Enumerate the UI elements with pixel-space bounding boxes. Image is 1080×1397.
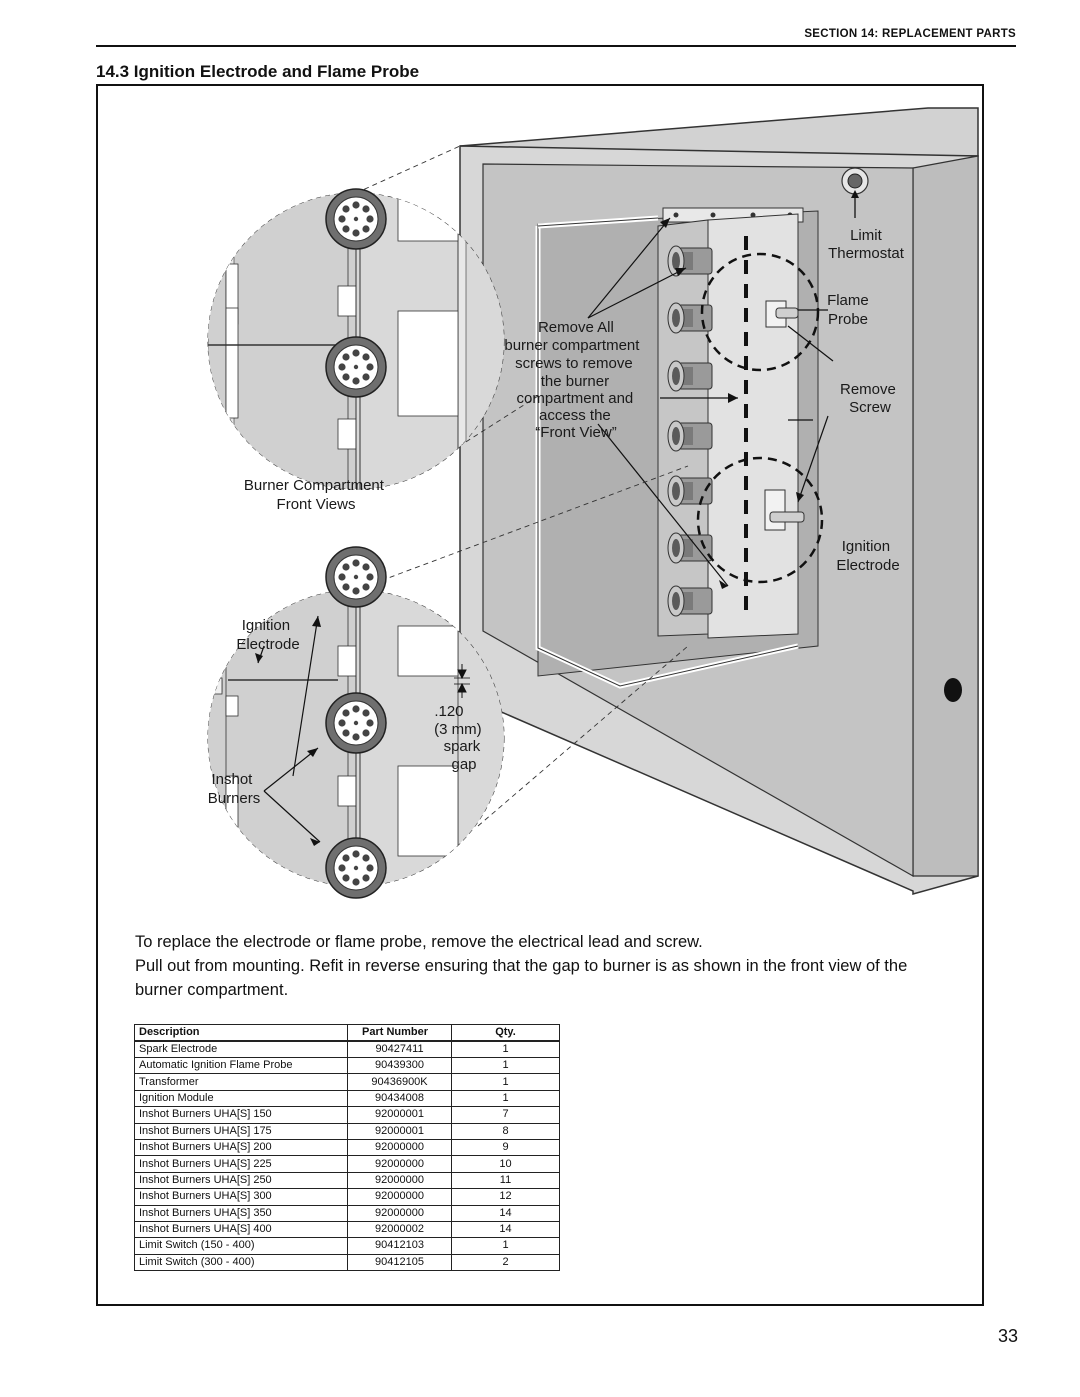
cell-description: Transformer <box>134 1073 348 1091</box>
header-qty: Qty. <box>451 1024 560 1042</box>
cell-part-number: 92000000 <box>347 1188 452 1206</box>
cell-part-number: 92000001 <box>347 1122 452 1140</box>
table-row: Limit Switch (150 - 400) 90412103 1 <box>134 1237 560 1255</box>
burner-compartment-label: Burner Compartment Front Views <box>244 477 388 513</box>
cell-description: Inshot Burners UHA[S] 150 <box>134 1106 348 1124</box>
table-row: Inshot Burners UHA[S] 300 92000000 12 <box>134 1188 560 1206</box>
instructions: To replace the electrode or flame probe,… <box>135 930 935 1002</box>
cell-qty: 14 <box>451 1220 560 1239</box>
cell-part-number: 92000001 <box>347 1106 452 1124</box>
section-header: SECTION 14: REPLACEMENT PARTS <box>804 28 1016 40</box>
cell-part-number: 90412103 <box>347 1237 452 1255</box>
cell-qty: 10 <box>451 1155 560 1173</box>
cell-qty: 1 <box>451 1089 560 1108</box>
ignition-electrode-right-label: Ignition Electrode <box>836 538 899 574</box>
table-row: Limit Switch (300 - 400) 90412105 2 <box>134 1253 560 1272</box>
parts-table: Description Part Number Qty. Spark Elect… <box>134 1024 560 1272</box>
header-rule <box>96 45 1016 47</box>
table-row: Transformer 90436900K 1 <box>134 1073 560 1091</box>
cell-qty: 1 <box>451 1040 560 1058</box>
instruction-step-2: Pull out from mounting. Refit in reverse… <box>135 957 908 999</box>
cell-description: Inshot Burners UHA[S] 175 <box>134 1122 348 1140</box>
cell-part-number: 90436900K <box>347 1073 452 1091</box>
cell-part-number: 92000000 <box>347 1138 452 1157</box>
instruction-step-1: To replace the electrode or flame probe,… <box>135 933 703 951</box>
table-row: Inshot Burners UHA[S] 200 92000000 9 <box>134 1138 560 1157</box>
table-row: Inshot Burners UHA[S] 225 92000000 10 <box>134 1155 560 1173</box>
cell-description: Limit Switch (300 - 400) <box>134 1253 348 1272</box>
table-row: Inshot Burners UHA[S] 400 92000002 14 <box>134 1220 560 1239</box>
cell-qty: 2 <box>451 1253 560 1272</box>
cell-qty: 11 <box>451 1171 560 1190</box>
table-row: Spark Electrode 90427411 1 <box>134 1040 560 1058</box>
cell-qty: 8 <box>451 1122 560 1140</box>
table-row: Ignition Module 90434008 1 <box>134 1089 560 1108</box>
header-description: Description <box>134 1024 348 1042</box>
page-title: 14.3 Ignition Electrode and Flame Probe <box>96 62 420 81</box>
remove-all-label: Remove All burner compartment screws to … <box>504 319 643 441</box>
cell-qty: 1 <box>451 1056 560 1075</box>
cell-description: Inshot Burners UHA[S] 225 <box>134 1155 348 1173</box>
ignition-electrode-left-label: Ignition Electrode <box>236 617 299 653</box>
cell-description: Inshot Burners UHA[S] 200 <box>134 1138 348 1157</box>
cell-qty: 14 <box>451 1204 560 1222</box>
cell-qty: 12 <box>451 1188 560 1206</box>
cell-part-number: 92000000 <box>347 1171 452 1190</box>
page-number: 33 <box>997 1326 1018 1346</box>
cell-description: Ignition Module <box>134 1089 348 1108</box>
cell-qty: 1 <box>451 1237 560 1255</box>
cell-description: Inshot Burners UHA[S] 350 <box>134 1204 348 1222</box>
table-row: Inshot Burners UHA[S] 175 92000001 8 <box>134 1122 560 1140</box>
table-header-row: Description Part Number Qty. <box>134 1024 560 1042</box>
cell-qty: 9 <box>451 1138 560 1157</box>
cell-description: Inshot Burners UHA[S] 300 <box>134 1188 348 1206</box>
flame-probe-label: Flame Probe <box>827 292 873 328</box>
table-row: Inshot Burners UHA[S] 150 92000001 7 <box>134 1106 560 1124</box>
remove-screw-label: Remove Screw <box>840 381 900 416</box>
cell-qty: 1 <box>451 1073 560 1091</box>
cell-part-number: 92000002 <box>347 1220 452 1239</box>
cell-description: Automatic Ignition Flame Probe <box>134 1056 348 1075</box>
cell-part-number: 92000000 <box>347 1155 452 1173</box>
cell-part-number: 90427411 <box>347 1040 452 1058</box>
cell-part-number: 92000000 <box>347 1204 452 1222</box>
cell-description: Inshot Burners UHA[S] 250 <box>134 1171 348 1190</box>
cell-part-number: 90412105 <box>347 1253 452 1272</box>
cell-part-number: 90434008 <box>347 1089 452 1108</box>
table-row: Inshot Burners UHA[S] 250 92000000 11 <box>134 1171 560 1190</box>
inshot-burners-label: Inshot Burners <box>208 771 261 807</box>
figure-frame <box>96 84 984 1306</box>
cell-part-number: 90439300 <box>347 1056 452 1075</box>
header-part-number: Part Number <box>347 1024 452 1042</box>
cell-qty: 7 <box>451 1106 560 1124</box>
table-row: Inshot Burners UHA[S] 350 92000000 14 <box>134 1204 560 1222</box>
cell-description: Inshot Burners UHA[S] 400 <box>134 1220 348 1239</box>
cell-description: Spark Electrode <box>134 1040 348 1058</box>
spark-gap-label: .120 (3 mm) spark gap <box>434 703 486 773</box>
burner-diagram: Limit Thermostat Flame Probe Remove All … <box>207 107 979 899</box>
cell-description: Limit Switch (150 - 400) <box>134 1237 348 1255</box>
table-row: Automatic Ignition Flame Probe 90439300 … <box>134 1056 560 1075</box>
limit-thermostat-label: Limit Thermostat <box>828 227 905 262</box>
